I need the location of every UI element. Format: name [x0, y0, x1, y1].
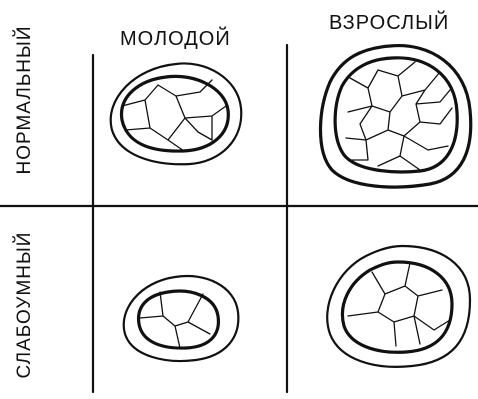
row-label-normal: НОРМАЛЬНЫЙ — [14, 25, 36, 174]
row-label-weak: СЛАБОУМНЫЙ — [14, 232, 36, 379]
column-label-adult: ВЗРОСЛЫЙ — [329, 12, 449, 35]
inner-boundary — [342, 262, 452, 352]
outer-shell — [327, 246, 470, 367]
cell-adult-normal — [321, 46, 471, 187]
outer-shell — [111, 63, 242, 164]
internal-walls — [346, 62, 452, 170]
cell-young-weak — [124, 276, 239, 361]
cell-adult-weak — [327, 246, 470, 367]
outer-shell — [321, 46, 471, 187]
column-label-young: МОЛОДОЙ — [120, 28, 231, 51]
cell-young-normal — [111, 63, 242, 164]
